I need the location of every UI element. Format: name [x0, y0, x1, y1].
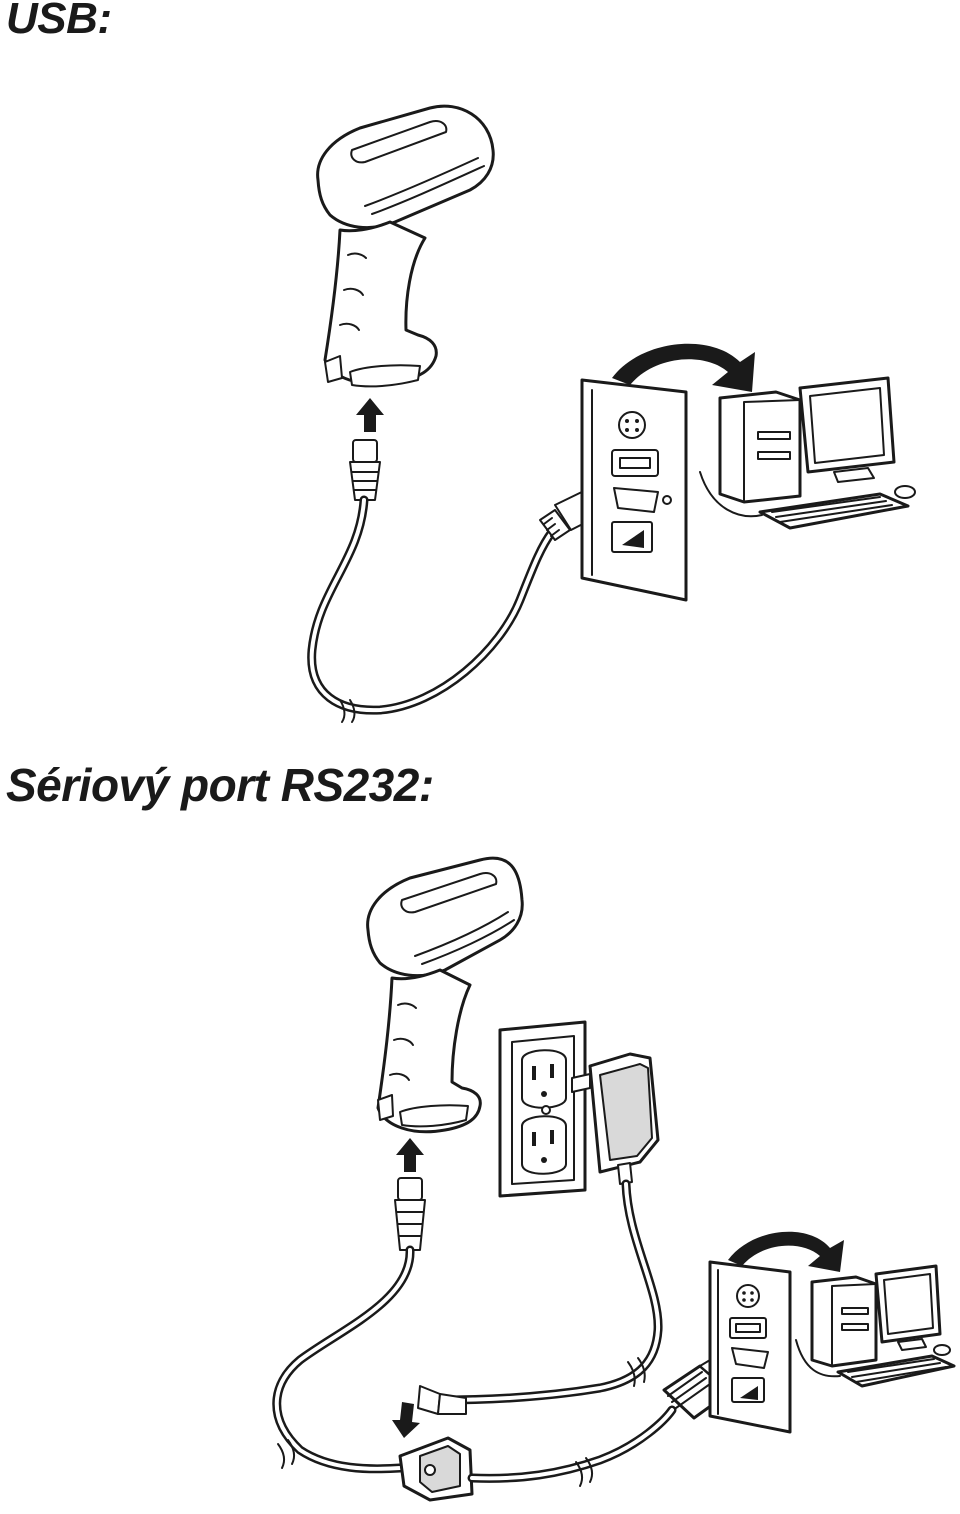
- rj-connector-icon: [395, 1178, 425, 1250]
- connection-arrow-icon: [392, 1402, 420, 1438]
- power-plug-icon: [418, 1386, 466, 1414]
- wall-outlet-icon: [500, 1022, 585, 1196]
- cable-splitter-icon: [400, 1438, 472, 1500]
- connection-arrow-icon: [396, 1138, 424, 1172]
- pc-back-panel: [710, 1262, 790, 1432]
- desktop-computer-icon: [796, 1266, 954, 1386]
